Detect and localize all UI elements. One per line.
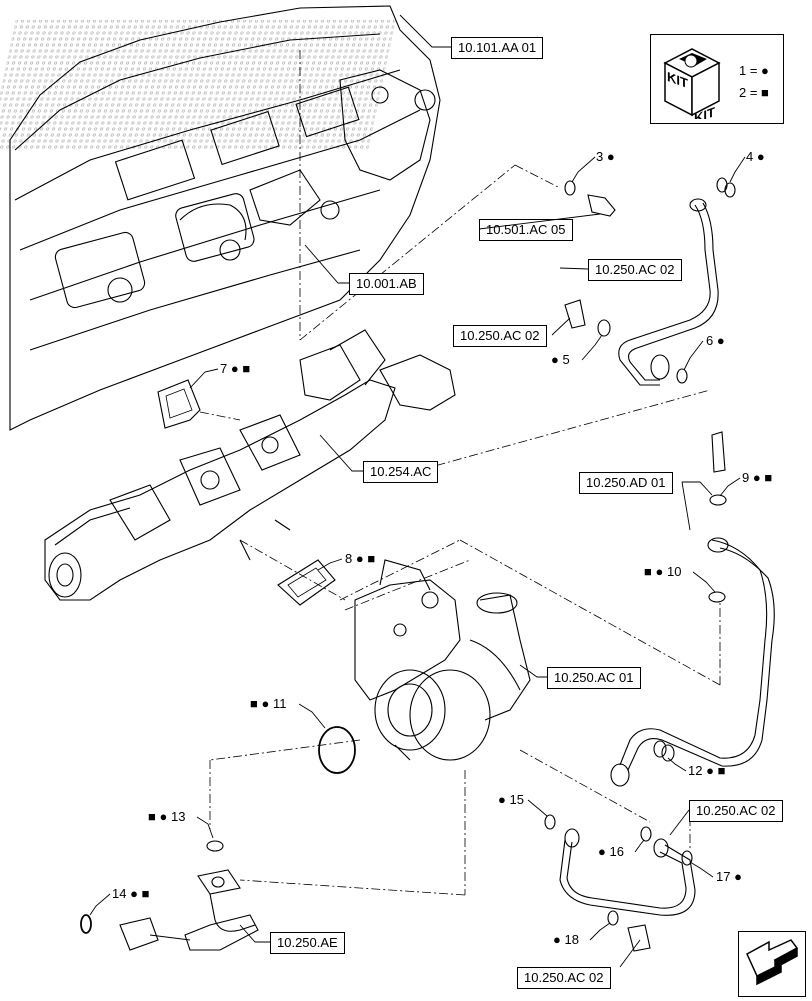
callout-7[interactable]: 7 ● ■: [220, 362, 250, 376]
callout-17-number: 17: [716, 869, 731, 884]
callout-11-number: 11: [272, 696, 287, 711]
callout-9-square: ■: [764, 470, 773, 485]
callout-18-dot: ●: [553, 932, 561, 947]
callout-3-number: 3: [596, 149, 604, 164]
ref-10-101-aa-01[interactable]: 10.101.AA 01: [451, 37, 544, 59]
callout-18[interactable]: ● 18: [553, 933, 579, 947]
ref-10-254-ac[interactable]: 10.254.AC: [363, 461, 439, 483]
ref-10-001-ab[interactable]: 10.001.AB: [349, 273, 424, 295]
callout-9-number: 9: [742, 470, 750, 485]
callout-16-number: 16: [609, 844, 624, 859]
alignment-lines: [199, 50, 721, 896]
callout-13-dot: ●: [159, 809, 168, 824]
callout-11[interactable]: ■ ● 11: [250, 697, 286, 711]
callout-4[interactable]: 4 ●: [746, 150, 765, 164]
callout-14[interactable]: 14 ● ■: [112, 887, 149, 901]
callout-13-number: 13: [170, 809, 186, 824]
ref-10-250-ad-01[interactable]: 10.250.AD 01: [579, 472, 673, 494]
callout-7-dot: ●: [230, 361, 239, 376]
ref-10-501-ac-05[interactable]: 10.501.AC 05: [479, 219, 573, 241]
callout-7-square: ■: [242, 361, 251, 376]
ref-10-250-ac-02-right[interactable]: 10.250.AC 02: [689, 800, 783, 822]
callout-18-number: 18: [564, 932, 579, 947]
callout-9[interactable]: 9 ● ■: [742, 471, 772, 485]
callout-7-number: 7: [220, 361, 228, 376]
callout-4-dot: ●: [756, 149, 765, 164]
exhaust-manifold-drawing: [44, 329, 456, 601]
callout-10-number: 10: [666, 564, 682, 579]
callout-16-dot: ●: [598, 844, 606, 859]
kit-box-icon: KIT KIT: [663, 48, 721, 119]
ref-10-250-ae[interactable]: 10.250.AE: [270, 932, 345, 954]
callout-15[interactable]: ● 15: [498, 793, 524, 807]
callout-8-number: 8: [345, 551, 353, 566]
callout-8-dot: ●: [355, 551, 364, 566]
gasket-7-inner: [165, 388, 193, 419]
callout-9-dot: ●: [752, 470, 761, 485]
callout-11-square: ■: [250, 696, 258, 711]
ref-10-250-ac-02-mid[interactable]: 10.250.AC 02: [453, 325, 547, 347]
callout-12-square: ■: [717, 763, 726, 778]
callout-14-number: 14: [112, 886, 127, 901]
callout-12-number: 12: [688, 763, 703, 778]
gasket-7-drawing: [157, 379, 201, 429]
callout-3-dot: ●: [606, 149, 615, 164]
kit-legend: KIT KIT 1 = ● 2 = ■: [650, 34, 784, 124]
callout-8[interactable]: 8 ● ■: [345, 552, 375, 566]
drain-pipe-drawing: [80, 840, 259, 951]
callout-5-dot: ●: [551, 352, 559, 367]
callout-8-square: ■: [367, 551, 376, 566]
callout-4-number: 4: [746, 149, 754, 164]
callout-11-dot: ●: [261, 696, 270, 711]
arrow-icon: [746, 939, 799, 986]
ref-10-250-ac-02-bottom[interactable]: 10.250.AC 02: [517, 967, 611, 989]
callout-15-number: 15: [509, 792, 524, 807]
callout-3[interactable]: 3 ●: [596, 150, 615, 164]
oil-return-pipe-drawing: [610, 537, 775, 787]
gasket-8-inner: [287, 567, 327, 598]
ref-10-250-ac-01[interactable]: 10.250.AC 01: [547, 667, 641, 689]
callout-5-number: 5: [562, 352, 570, 367]
callout-17[interactable]: 17 ●: [716, 870, 742, 884]
oil-feed-pipe-drawing: [618, 198, 719, 386]
callout-14-dot: ●: [130, 886, 138, 901]
ref-10-250-ac-02-top[interactable]: 10.250.AC 02: [588, 259, 682, 281]
navigation-arrow-button[interactable]: [738, 931, 806, 997]
washers-and-bolts-drawing: [544, 177, 736, 952]
callout-16[interactable]: ● 16: [598, 845, 624, 859]
o-ring-11-drawing: [318, 726, 356, 774]
callout-10[interactable]: ■ ● 10: [644, 565, 681, 579]
callout-13[interactable]: ■ ● 13: [148, 810, 185, 824]
callout-10-dot: ●: [655, 564, 664, 579]
callout-12-dot: ●: [706, 763, 714, 778]
turbocharger-drawing: [354, 559, 531, 761]
kit-legend-item-1: 1 = ●: [739, 63, 769, 78]
callout-13-square: ■: [148, 809, 156, 824]
gasket-8-drawing: [277, 559, 336, 606]
callout-15-dot: ●: [498, 792, 506, 807]
callout-6[interactable]: 6 ●: [706, 334, 725, 348]
callout-6-number: 6: [706, 333, 714, 348]
callout-5[interactable]: ● 5: [551, 353, 570, 367]
callout-17-dot: ●: [734, 869, 742, 884]
kit-legend-item-2: 2 = ■: [739, 85, 769, 100]
callout-14-square: ■: [141, 886, 150, 901]
callout-10-square: ■: [644, 564, 652, 579]
callout-12[interactable]: 12 ● ■: [688, 764, 725, 778]
bottom-right-pipe-drawing: [559, 828, 696, 916]
engine-texture: [0, 20, 396, 150]
callout-6-dot: ●: [716, 333, 725, 348]
